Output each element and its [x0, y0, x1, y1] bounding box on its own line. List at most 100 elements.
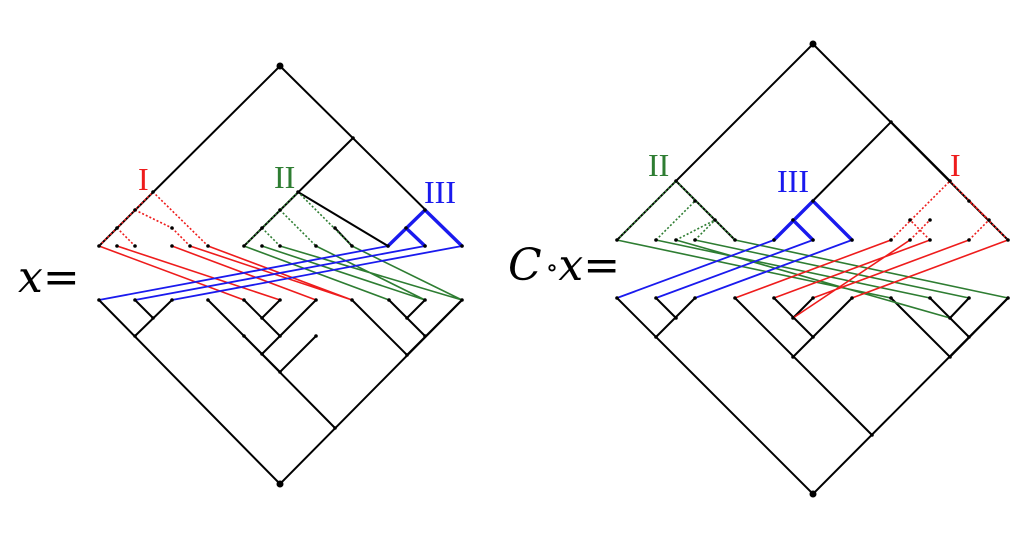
vertex-dot	[654, 238, 658, 242]
vertex-dot	[405, 316, 409, 320]
vertex-dots	[97, 42, 1010, 496]
vertex-dot	[260, 316, 264, 320]
vertex-dot	[967, 296, 971, 300]
vertex-dot	[889, 296, 893, 300]
vertex-dot	[260, 226, 264, 230]
vertex-dot	[733, 238, 737, 242]
right-connecting-strands	[616, 239, 1009, 319]
vertex-dot	[206, 298, 210, 302]
vertex-dot	[967, 335, 971, 339]
right-label-I: I	[950, 147, 961, 183]
vertex-dot	[97, 298, 101, 302]
vertex-dot	[151, 190, 155, 194]
vertex-dot	[713, 218, 717, 222]
vertex-dot	[278, 244, 282, 248]
vertex-dot	[870, 433, 874, 437]
left-lower-tree	[98, 299, 463, 486]
vertex-dot	[242, 244, 246, 248]
vertex-dot	[772, 238, 776, 242]
vertex-dot	[97, 244, 101, 248]
vertex-dot	[133, 334, 137, 338]
vertex-dot	[278, 64, 282, 68]
vertex-dot	[350, 298, 354, 302]
vertex-dot	[423, 244, 427, 248]
vertex-dot	[850, 296, 854, 300]
right-diagram: C∘x= II	[508, 40, 1009, 498]
vertex-dot	[948, 179, 952, 183]
vertex-dot	[314, 334, 318, 338]
right-dotted-subtrees	[616, 179, 1009, 241]
vertex-dot	[314, 244, 318, 248]
vertex-dot	[928, 218, 932, 222]
vertex-dot	[811, 238, 815, 242]
right-label-III: III	[777, 163, 809, 199]
left-connecting-strands	[98, 245, 463, 301]
vertex-dot	[278, 298, 282, 302]
vertex-dot	[206, 244, 210, 248]
vertex-dot	[278, 482, 282, 486]
vertex-dot	[115, 226, 119, 230]
left-diagram: x= I	[18, 62, 464, 488]
vertex-dot	[386, 244, 390, 248]
vertex-dot	[460, 298, 464, 302]
vertex-dot	[133, 208, 137, 212]
vertex-dot	[423, 298, 427, 302]
vertex-dot	[693, 238, 697, 242]
vertex-dot	[811, 492, 815, 496]
vertex-dot	[278, 370, 282, 374]
vertex-dot	[242, 298, 246, 302]
vertex-dot	[460, 244, 464, 248]
right-label-II: II	[648, 147, 669, 183]
vertex-dot	[908, 238, 912, 242]
vertex-dot	[967, 238, 971, 242]
vertex-dot	[654, 335, 658, 339]
left-equation-label: x=	[18, 252, 80, 303]
vertex-dot	[333, 226, 337, 230]
vertex-dot	[674, 179, 678, 183]
vertex-dot	[333, 426, 337, 430]
vertex-dot	[811, 199, 815, 203]
vertex-dot	[928, 238, 932, 242]
vertex-dot	[693, 296, 697, 300]
vertex-dot	[908, 218, 912, 222]
vertex-dot	[850, 238, 854, 242]
vertex-dot	[296, 190, 300, 194]
vertex-dot	[278, 208, 282, 212]
vertex-dot	[772, 296, 776, 300]
vertex-dot	[615, 238, 619, 242]
vertex-dot	[1006, 238, 1010, 242]
vertex-dot	[133, 298, 137, 302]
vertex-dot	[791, 316, 795, 320]
vertex-dot	[948, 355, 952, 359]
vertex-dot	[188, 244, 192, 248]
vertex-dot	[811, 335, 815, 339]
vertex-dot	[791, 218, 795, 222]
vertex-dot	[387, 298, 391, 302]
right-equation-label: C∘x=	[508, 240, 620, 291]
vertex-dot	[811, 42, 815, 46]
vertex-dot	[615, 296, 619, 300]
vertex-dot	[423, 208, 427, 212]
vertex-dot	[889, 120, 893, 124]
right-upper-tree	[616, 42, 1009, 242]
left-label-III: III	[424, 174, 456, 210]
vertex-dot	[314, 298, 318, 302]
vertex-dot	[423, 334, 427, 338]
vertex-dot	[170, 244, 174, 248]
left-label-II: II	[274, 159, 295, 195]
vertex-dot	[242, 334, 246, 338]
vertex-dot	[791, 355, 795, 359]
left-red-subtree	[98, 190, 353, 247]
vertex-dot	[928, 296, 932, 300]
vertex-dot	[260, 244, 264, 248]
vertex-dot	[987, 218, 991, 222]
vertex-dot	[133, 244, 137, 248]
vertex-dot	[693, 199, 697, 203]
vertex-dot	[170, 226, 174, 230]
vertex-dot	[115, 244, 119, 248]
vertex-dot	[405, 353, 409, 357]
vertex-dot	[278, 334, 282, 338]
right-lower-tree	[616, 297, 1009, 496]
vertex-dot	[151, 316, 155, 320]
